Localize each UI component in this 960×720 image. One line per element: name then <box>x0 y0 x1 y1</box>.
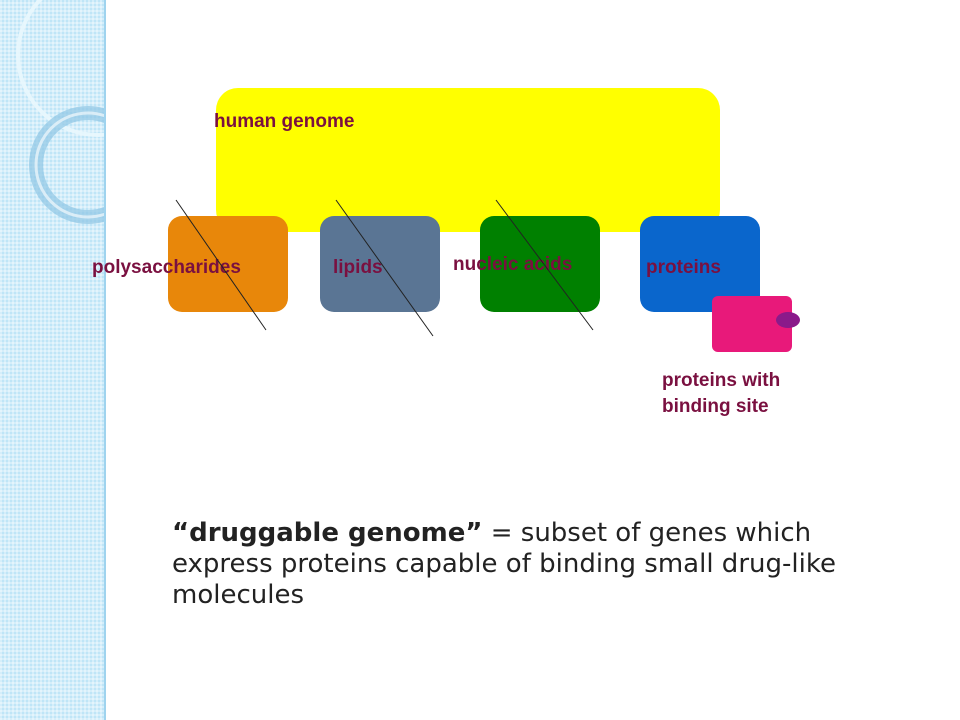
polysaccharides-strike-line <box>175 199 267 331</box>
proteins-label: proteins <box>646 257 721 278</box>
definition-term: “druggable genome” <box>172 518 483 548</box>
human-genome-box <box>216 88 720 232</box>
nucleic-acids-box <box>480 216 600 312</box>
binding-site-marker <box>776 312 800 328</box>
lipids-box <box>320 216 440 312</box>
human-genome-label: human genome <box>214 111 355 132</box>
polysaccharides-label: polysaccharides <box>92 257 241 278</box>
druggable-genome-definition: “druggable genome” = subset of genes whi… <box>172 518 872 611</box>
decorative-rings <box>16 0 104 224</box>
polysaccharides-box <box>168 216 288 312</box>
decorative-side-panel <box>0 0 106 720</box>
nucleic-acids-label: nucleic acids <box>453 254 573 275</box>
lipids-strike-line <box>335 199 434 337</box>
definition-text: = subset of genes which express proteins… <box>172 518 836 610</box>
nucleic-acids-strike-line <box>495 199 594 331</box>
lipids-label: lipids <box>333 257 383 278</box>
proteins-with-binding-site-label: proteins with binding site <box>662 370 781 417</box>
